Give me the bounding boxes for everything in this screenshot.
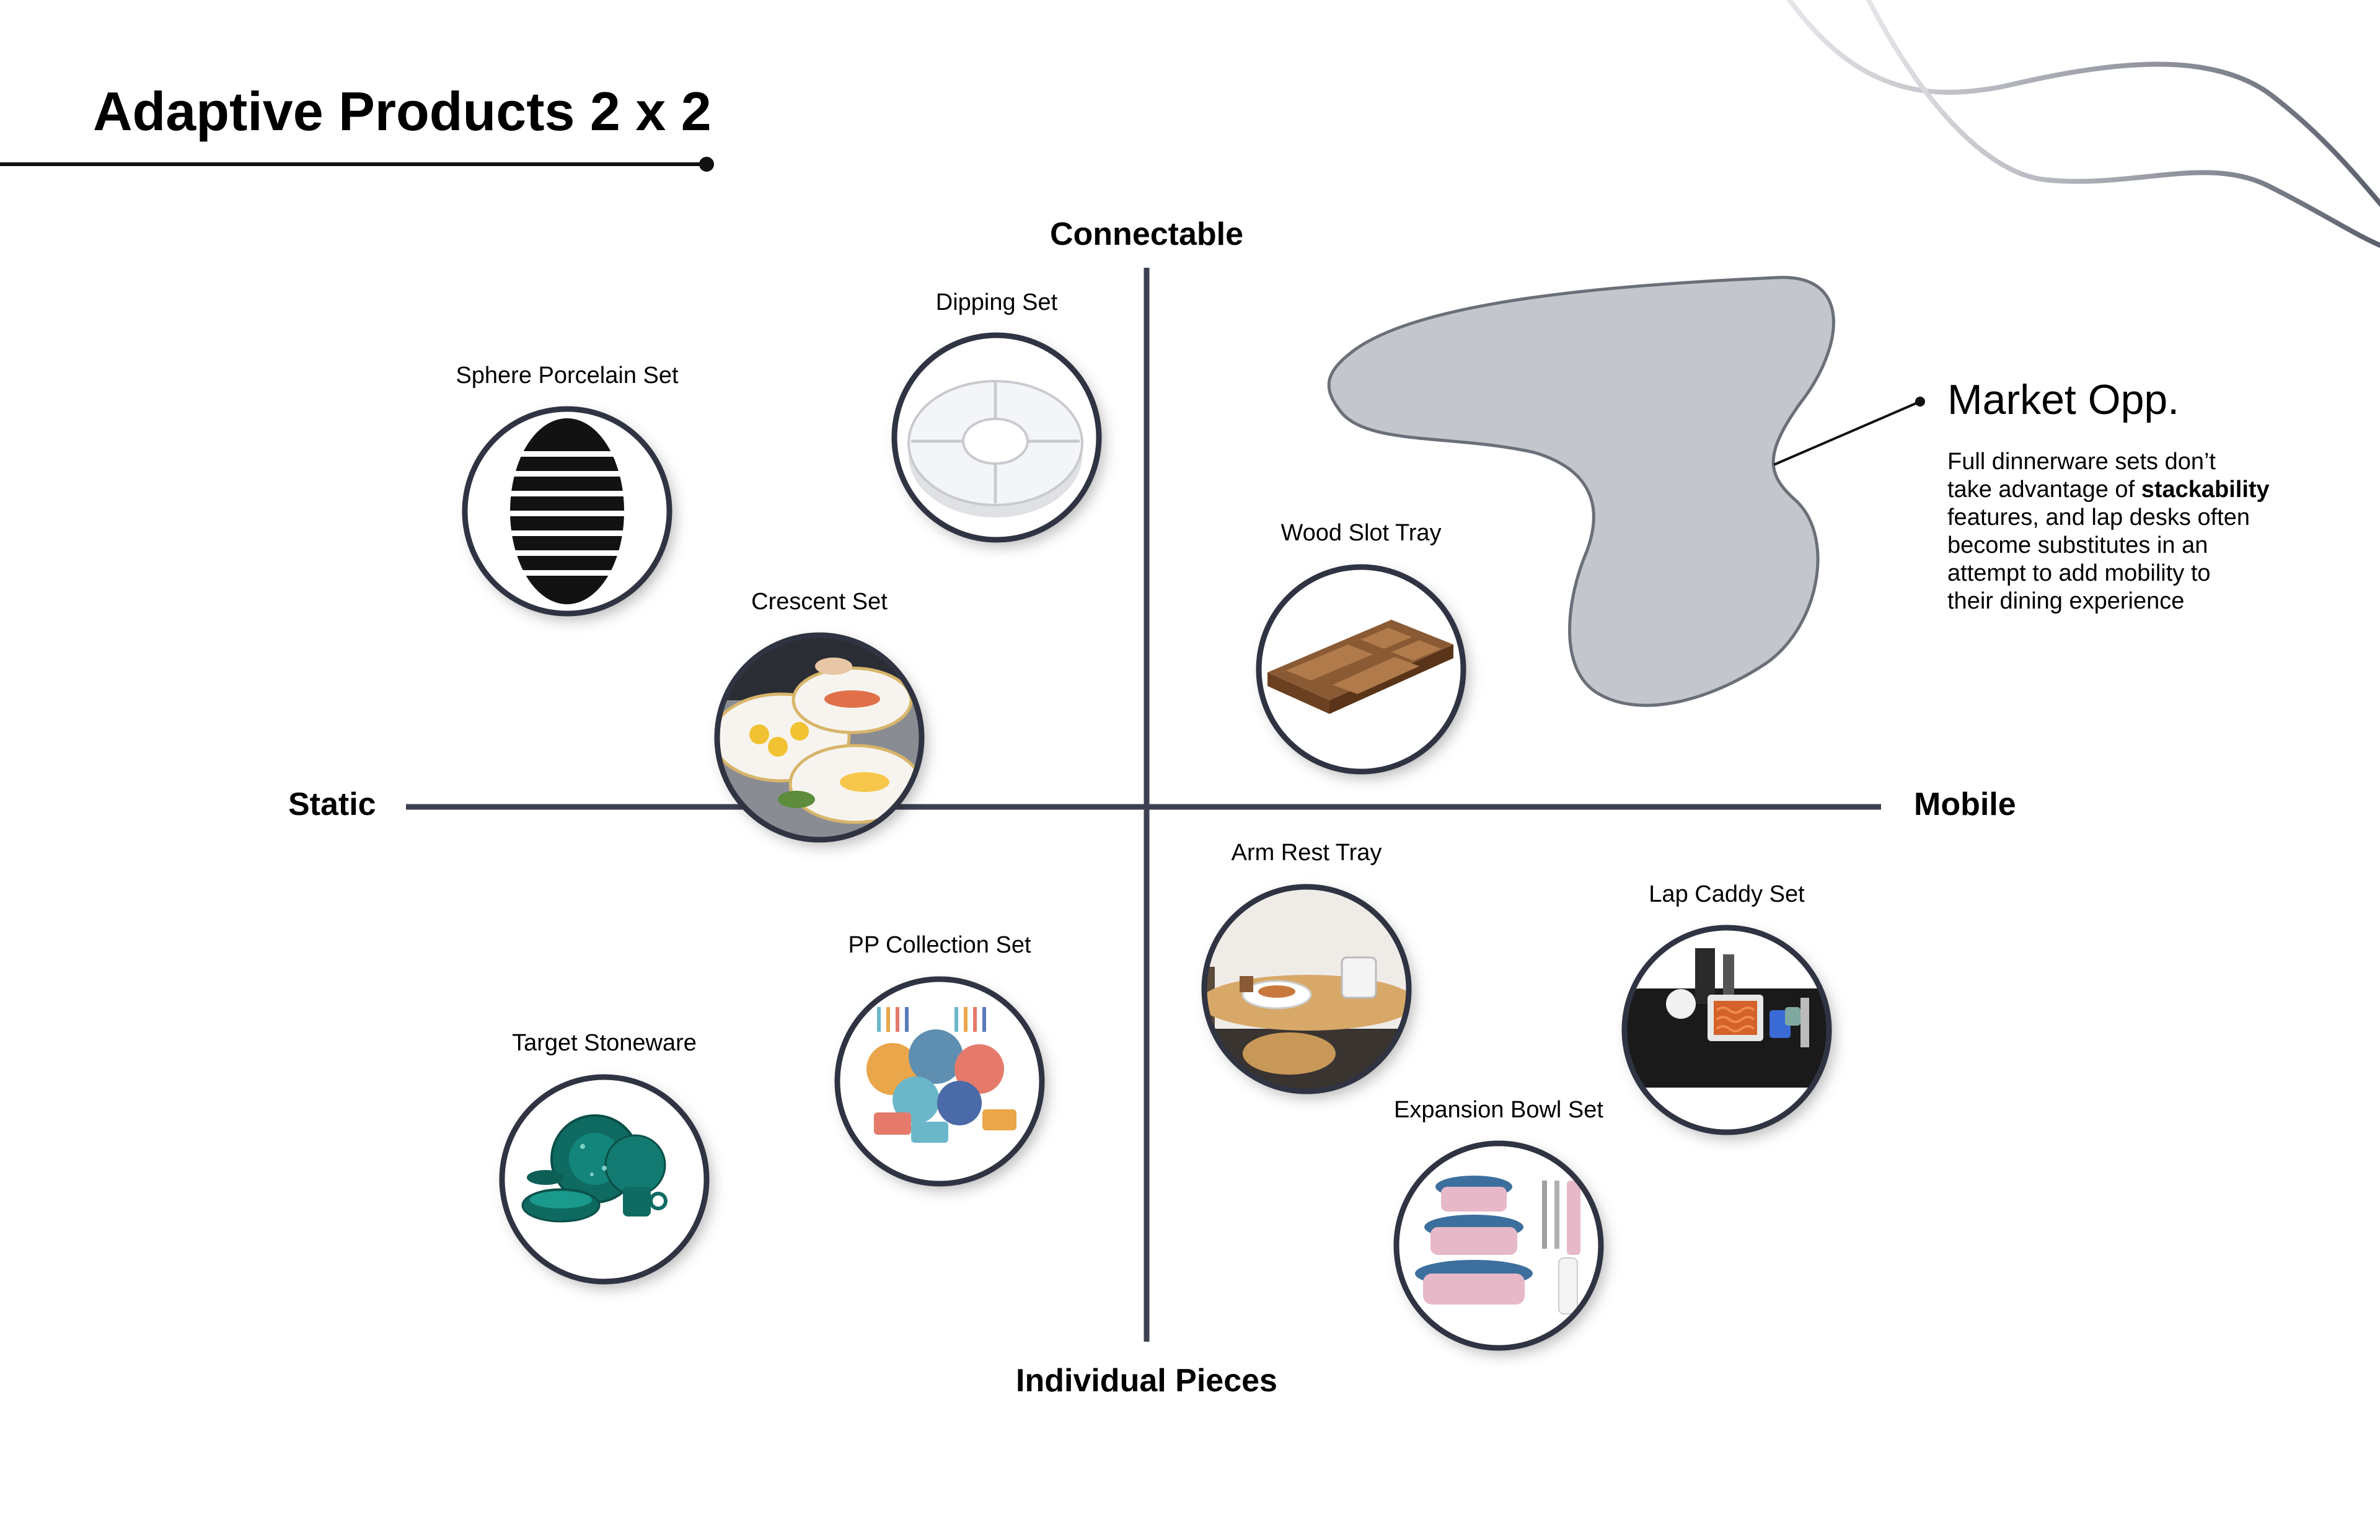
product-lap-caddy-set[interactable]: Lap Caddy Set [1621, 881, 1832, 1135]
product-label: Arm Rest Tray [1232, 840, 1382, 866]
product-pp-collection-set[interactable]: PP Collection Set [834, 932, 1045, 1187]
market-opp-line-2: take advantage of stackability [1947, 477, 2270, 503]
product-target-stoneware[interactable]: Target Stoneware [499, 1030, 710, 1285]
lap-caddy-icon [1627, 948, 1829, 1088]
divided-white-platter-icon [907, 380, 1083, 517]
product-label: Lap Caddy Set [1649, 881, 1805, 907]
product-label: Sphere Porcelain Set [456, 363, 679, 389]
callout-dot [1915, 397, 1925, 407]
title-underline-dot [699, 157, 714, 172]
axis-label-static: Static [288, 786, 376, 822]
product-label: PP Collection Set [848, 932, 1031, 958]
axis-label-mobile: Mobile [1914, 786, 2016, 822]
market-opp-line-2-text: take advantage of [1947, 477, 2141, 503]
product-label: Wood Slot Tray [1280, 520, 1441, 546]
colorful-dinnerware-icon [866, 1007, 1016, 1143]
market-opp-title: Market Opp. [1947, 376, 2179, 423]
product-sphere-porcelain-set[interactable]: Sphere Porcelain Set [456, 363, 679, 617]
product-label: Crescent Set [751, 589, 888, 615]
market-opp-line-4: become substitutes in an [1947, 532, 2208, 558]
teal-stoneware-icon [521, 1114, 668, 1223]
market-opp-line-1: Full dinnerware sets don’t [1947, 449, 2216, 475]
decorative-curve [1866, 0, 2380, 249]
market-opp-line-6: their dining experience [1947, 588, 2184, 614]
axis-label-connectable: Connectable [1050, 216, 1243, 252]
product-crescent-set[interactable]: Crescent Set [713, 589, 930, 843]
product-expansion-bowl-set[interactable]: Expansion Bowl Set [1393, 1097, 1604, 1351]
axis-label-individual-pieces: Individual Pieces [1016, 1363, 1277, 1399]
decorative-curve [1786, 0, 2380, 208]
product-arm-rest-tray[interactable]: Arm Rest Tray [1196, 840, 1419, 1103]
market-opportunity-blob [1327, 276, 1835, 707]
product-label: Dipping Set [936, 289, 1058, 315]
market-opp-line-5: attempt to add mobility to [1947, 560, 2211, 586]
collapsible-bowls-icon [1415, 1176, 1580, 1314]
product-wood-slot-tray[interactable]: Wood Slot Tray [1256, 520, 1466, 775]
market-opp-highlight: stackability [2141, 477, 2270, 503]
wooden-tray-icon [1267, 620, 1453, 714]
product-label: Target Stoneware [512, 1030, 697, 1056]
market-opp-line-3: features, and lap desks often [1947, 504, 2250, 530]
callout-line [1773, 400, 1921, 466]
product-dipping-set[interactable]: Dipping Set [891, 289, 1102, 543]
stacked-black-bowls-icon [505, 418, 629, 604]
page-title: Adaptive Products 2 x 2 [93, 81, 712, 142]
product-label: Expansion Bowl Set [1394, 1097, 1603, 1123]
armrest-tray-icon [1204, 887, 1409, 1091]
